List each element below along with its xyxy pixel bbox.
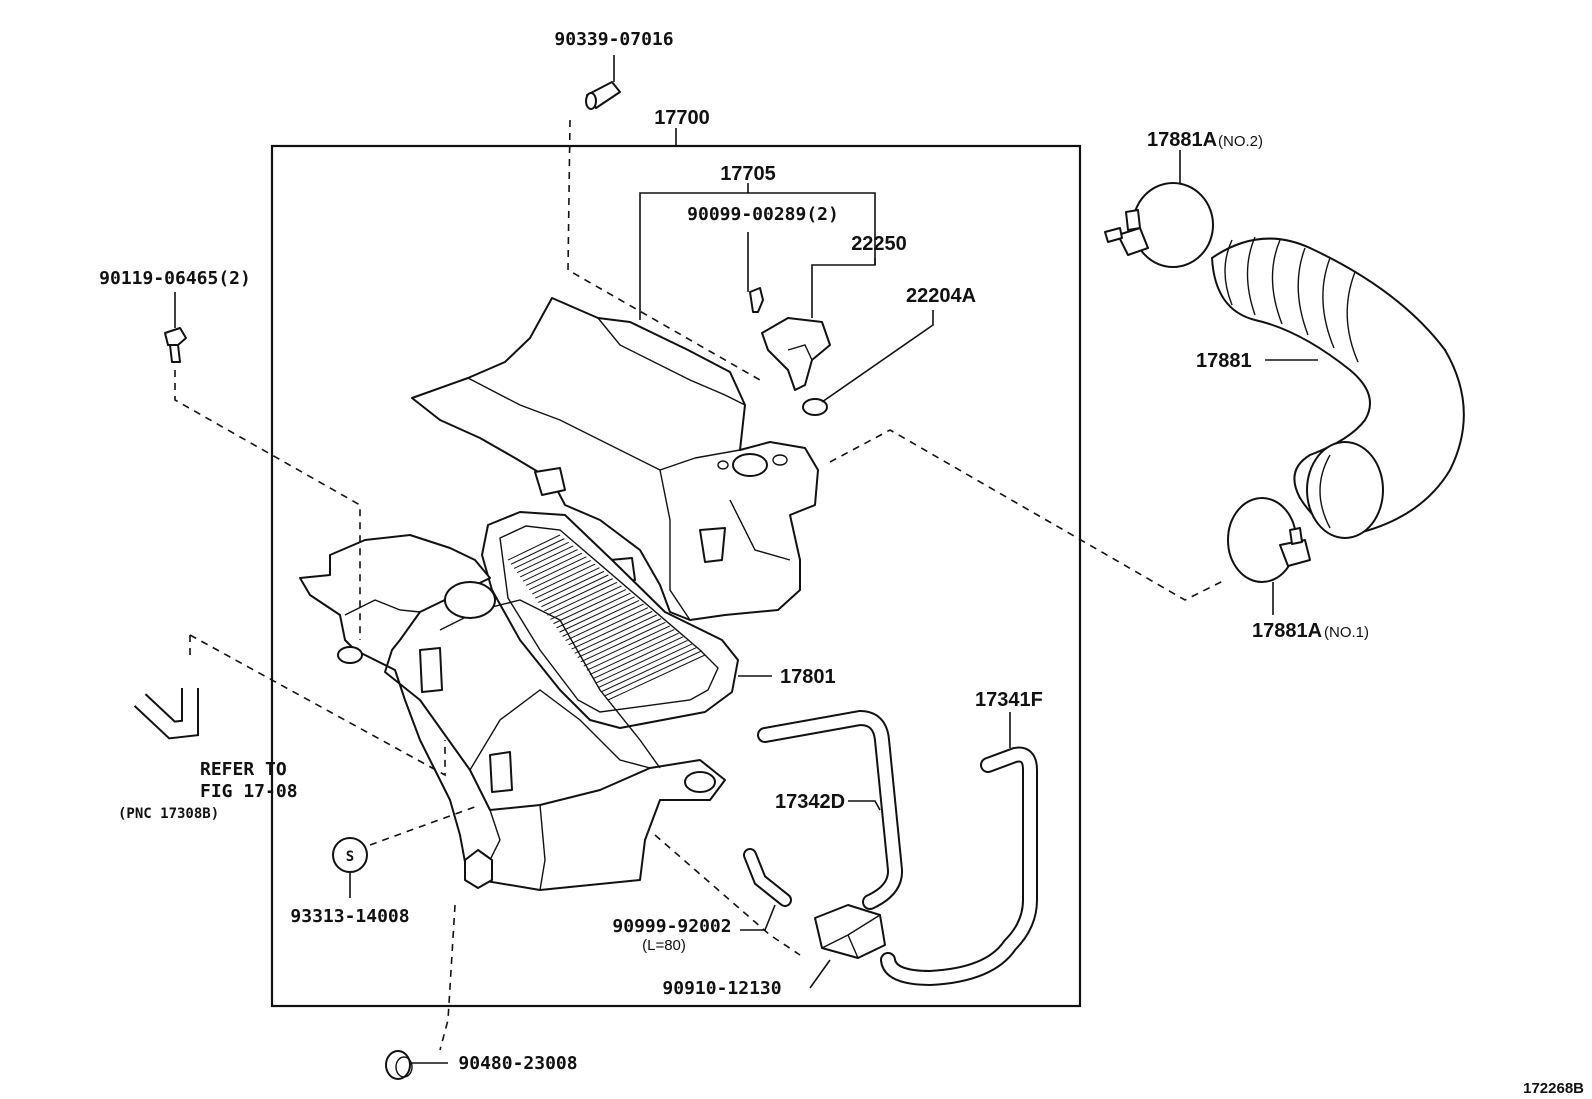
bolt-90119[interactable]: [164, 327, 187, 363]
air-filter-element[interactable]: [481, 511, 739, 729]
filter-pleat-line: [513, 541, 570, 569]
filter-pleat-line: [535, 567, 600, 599]
label-90480-23008: 90480-23008: [458, 1053, 577, 1074]
filter-pleat-line: [577, 618, 662, 659]
filter-pleat-line: [568, 607, 649, 646]
filter-pleat-line: [541, 574, 609, 608]
hose-90339[interactable]: [585, 81, 621, 110]
label-17801: 17801: [780, 666, 836, 688]
label-93313-14008: 93313-14008: [290, 906, 409, 927]
hose-clamp-no1[interactable]: [1227, 497, 1311, 583]
label-90999-length: (L=80): [642, 937, 686, 954]
vacuum-hose-17341f[interactable]: [880, 746, 1038, 987]
grommet-90480[interactable]: [385, 1050, 413, 1080]
filter-pleat-line: [574, 614, 657, 654]
label-17881a-no2: 17881A (NO.2): [1147, 129, 1263, 151]
filter-pleats: [507, 534, 706, 701]
figure-code: 172268B: [1523, 1080, 1584, 1097]
ref-line-3: (PNC 17308B): [118, 806, 219, 822]
filter-pleat-line: [571, 610, 653, 650]
filter-pleat-line: [507, 534, 561, 561]
filter-pleat-line: [607, 654, 706, 701]
filter-pleat-line: [510, 538, 565, 565]
filter-pleat-line: [562, 600, 640, 637]
filter-pleat-line: [538, 570, 605, 603]
label-90339-07016: 90339-07016: [554, 29, 673, 50]
intake-hose[interactable]: [1211, 236, 1465, 539]
filter-pleat-line: [598, 643, 693, 688]
label-17881a-no2-code: 17881A: [1147, 129, 1217, 151]
ref-line-2: FIG 17-08: [200, 781, 298, 802]
label-90910-12130: 90910-12130: [662, 978, 781, 999]
seal-symbol: S: [332, 837, 368, 873]
vacuum-hose-17342d[interactable]: [757, 709, 903, 910]
screw-90099[interactable]: [749, 287, 764, 313]
label-22204a: 22204A: [906, 285, 976, 307]
filter-pleat-line: [595, 640, 688, 684]
label-17342d: 17342D: [775, 791, 845, 813]
filter-pleat-line: [586, 629, 675, 671]
filter-pleat-line: [592, 636, 684, 680]
air-flow-meter[interactable]: [761, 317, 831, 391]
filter-pleat-line: [519, 549, 578, 578]
label-22250: 22250: [851, 233, 907, 255]
filter-pleat-line: [516, 545, 574, 574]
label-17881: 17881: [1196, 350, 1252, 372]
filter-pleat-line: [601, 647, 697, 692]
label-17881a-no2-note: (NO.2): [1218, 133, 1263, 150]
label-assembly-17700: 17700: [654, 107, 710, 129]
filter-pleat-line: [528, 560, 591, 591]
filter-pleat-line: [547, 581, 618, 616]
seal-symbol-text: S: [346, 849, 354, 865]
label-17341f: 17341F: [975, 689, 1043, 711]
filter-pleat-line: [522, 552, 583, 582]
o-ring[interactable]: [802, 398, 828, 416]
label-90999-92002: 90999-92002: [612, 916, 731, 937]
vsv-90910[interactable]: [814, 904, 886, 959]
filter-pleat-line: [553, 589, 627, 625]
label-90119-06465: 90119-06465(2): [99, 268, 251, 289]
label-17881a-no1-code: 17881A: [1252, 620, 1322, 642]
hose-clamp-no2[interactable]: [1104, 182, 1214, 268]
filter-pleat-line: [550, 585, 622, 620]
label-90099-00289: 90099-00289(2): [687, 204, 839, 225]
filter-pleat-line: [583, 625, 671, 667]
ref-line-1: REFER TO: [200, 759, 287, 780]
filter-pleat-line: [559, 596, 635, 633]
label-17881a-no1-note: (NO.1): [1324, 624, 1369, 641]
filter-pleat-line: [580, 621, 666, 663]
filter-pleat-line: [544, 578, 613, 612]
filter-pleat-line: [525, 556, 587, 586]
hose-90999[interactable]: [743, 848, 792, 907]
filter-pleat-line: [604, 650, 701, 697]
air-cleaner-cap[interactable]: [411, 297, 819, 621]
reference-hose: [133, 688, 199, 740]
filter-pleat-line: [556, 592, 631, 629]
label-17705: 17705: [720, 163, 776, 185]
filter-pleat-line: [565, 603, 644, 642]
label-17881a-no1: 17881A (NO.1): [1252, 620, 1369, 642]
air-cleaner-case[interactable]: [299, 534, 726, 891]
filter-pleat-line: [532, 563, 596, 595]
filter-pleat-line: [589, 632, 679, 675]
